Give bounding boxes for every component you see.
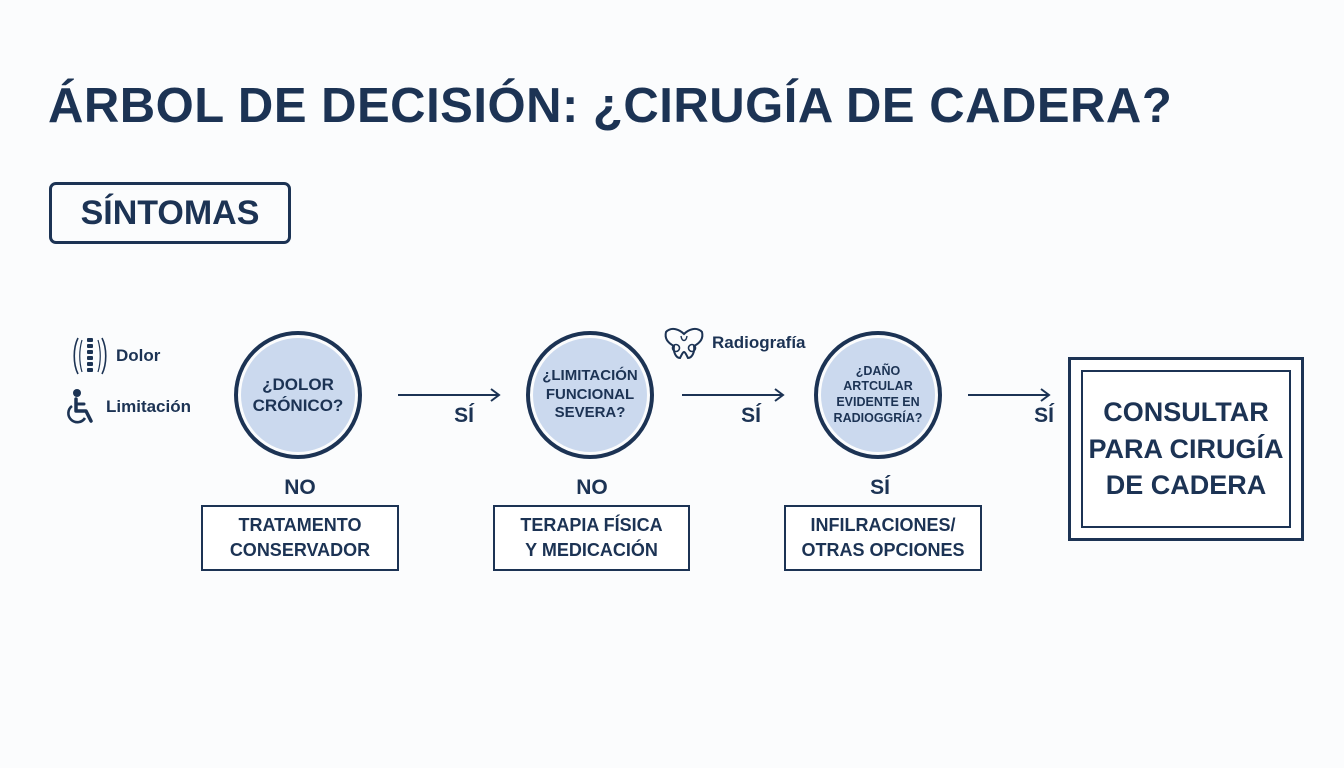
radiography-label-group: Radiografía	[662, 324, 806, 362]
outcome-text: TRATAMENTO	[238, 514, 362, 535]
below-label-3: SÍ	[870, 476, 890, 499]
arrow-yes-2	[682, 387, 786, 403]
decision-text: ¿DAÑO ARTCULAR	[843, 363, 913, 394]
outcome-text: TERAPIA FÍSICA	[520, 514, 663, 535]
arrow-yes-3	[968, 387, 1052, 403]
outcome-text: OTRAS OPCIONES	[801, 540, 965, 560]
final-text: DE CADERA	[1105, 470, 1267, 501]
below-label-1: NO	[284, 476, 316, 499]
decision-text: SEVERA?	[554, 404, 626, 422]
arrow-yes-1	[398, 387, 502, 403]
legend-label-limitacion: Limitación	[106, 397, 192, 416]
outcome-text: Y MEDICACIÓN	[525, 540, 658, 560]
outcome-text: INFILRACIONES/	[810, 514, 956, 535]
radiography-label: Radiografía	[712, 333, 806, 352]
wheelchair-icon	[64, 388, 100, 426]
symptoms-heading-box: SÍNTOMAS	[49, 182, 291, 244]
final-text: CONSULTAR	[1103, 397, 1269, 428]
yes-label-3: SÍ	[1034, 404, 1054, 427]
final-outcome-box: CONSULTAR PARA CIRUGÍA DE CADERA	[1068, 357, 1304, 541]
spine-icon	[70, 334, 110, 378]
yes-label-1: SÍ	[454, 404, 474, 427]
final-text: PARA CIRUGÍA	[1088, 433, 1284, 464]
decision-text: ¿LIMITACIÓN	[542, 366, 638, 384]
decision-node-dano-articular: ¿DAÑO ARTCULAR EVIDENTE EN RADIOGGRÍA?	[814, 331, 942, 459]
decision-node-fill: ¿DOLOR CRÓNICO?	[241, 338, 355, 452]
final-outcome-inner: CONSULTAR PARA CIRUGÍA DE CADERA	[1081, 370, 1291, 528]
yes-label-2: SÍ	[741, 404, 761, 427]
decision-node-fill: ¿DAÑO ARTCULAR EVIDENTE EN RADIOGGRÍA?	[821, 338, 935, 452]
legend-item-limitacion: Limitación	[64, 388, 191, 426]
decision-node-limitacion-funcional: ¿LIMITACIÓN FUNCIONAL SEVERA?	[526, 331, 654, 459]
decision-text: RADIOGGRÍA?	[833, 410, 923, 425]
decision-node-fill: ¿LIMITACIÓN FUNCIONAL SEVERA?	[533, 338, 647, 452]
legend-label-dolor: Dolor	[116, 346, 161, 365]
below-label-2: NO	[576, 476, 608, 499]
outcome-box-terapia: TERAPIA FÍSICA Y MEDICACIÓN	[493, 505, 690, 571]
legend-item-dolor: Dolor	[70, 334, 160, 378]
decision-text: FUNCIONAL	[545, 385, 635, 403]
outcome-box-conservador: TRATAMENTO CONSERVADOR	[201, 505, 399, 571]
decision-text: EVIDENTE EN	[836, 395, 920, 409]
outcome-box-infiltraciones: INFILRACIONES/ OTRAS OPCIONES	[784, 505, 982, 571]
symptoms-heading: SÍNTOMAS	[80, 193, 260, 232]
pelvis-icon	[662, 324, 706, 362]
page-title: ÁRBOL DE DECISIÓN: ¿CIRUGÍA DE CADERA?	[48, 79, 1173, 133]
decision-node-dolor-cronico: ¿DOLOR CRÓNICO?	[234, 331, 362, 459]
decision-text: CRÓNICO?	[252, 396, 344, 415]
decision-text: ¿DOLOR	[262, 374, 334, 394]
outcome-text: CONSERVADOR	[229, 540, 371, 560]
